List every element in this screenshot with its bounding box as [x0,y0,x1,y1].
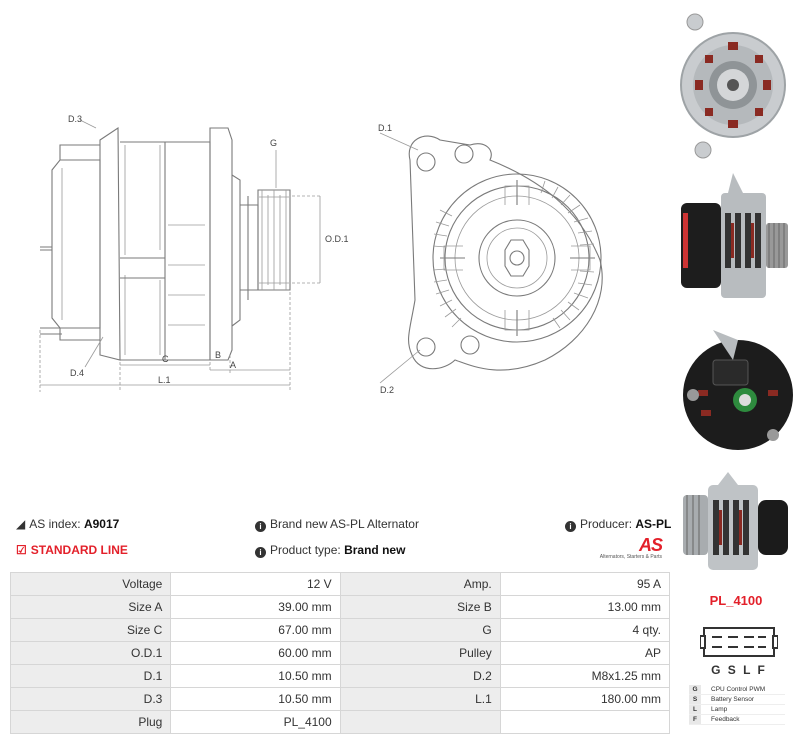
plug-legend-key: S [689,695,701,704]
label-a: A [230,360,236,370]
spec-label: D.1 [9,664,172,688]
spec-value: AP [499,641,671,665]
spec-value: 60.00 mm [170,641,341,665]
spec-value [499,710,671,734]
front-view: D.1 D.2 [378,123,603,395]
product-photo-angle[interactable] [673,470,795,585]
spec-value: 4 qty. [499,618,671,642]
spec-value: 39.00 mm [170,595,341,619]
spec-label: Pulley [339,641,501,665]
info-icon: i [255,547,266,558]
label-d3: D.3 [68,114,82,124]
spec-value: 10.50 mm [170,664,341,688]
spec-value: 95 A [499,572,671,596]
product-type-value: Brand new [344,543,406,557]
plug-legend-row: F Feedback [689,715,785,725]
spec-label: Plug [9,710,172,734]
plug-legend-desc: Feedback [711,716,740,723]
spec-label: Size B [339,595,501,619]
as-pl-logo: AS Alternators, Starters & Parts [598,535,663,560]
plug-legend-key: L [689,705,701,714]
label-c: C [162,354,169,364]
spec-label: Voltage [9,572,172,596]
vent-slots [432,180,595,329]
product-photo-rear[interactable] [673,320,795,465]
spec-value: PL_4100 [170,710,341,734]
label-b: B [215,350,221,360]
plug-legend-row: S Battery Sensor [689,695,785,705]
spec-label: Size C [9,618,172,642]
spec-value: M8x1.25 mm [499,664,671,688]
plug-legend-desc: Lamp [711,706,728,713]
spec-label: D.3 [9,687,172,711]
spec-label: Amp. [339,572,501,596]
plug-legend-row: G CPU Control PWM [689,685,785,695]
label-l1: L.1 [158,375,171,385]
spec-label: O.D.1 [9,641,172,665]
check-square-icon: ☑ [16,543,27,557]
spec-label: G [339,618,501,642]
side-view: D.3 G O.D.1 D.4 C B A L.1 [39,114,349,392]
spec-value: 12 V [170,572,341,596]
spec-value: 180.00 mm [499,687,671,711]
product-photo-side[interactable] [673,168,795,313]
label-od1: O.D.1 [325,234,349,244]
as-index: ◢AS index: A9017 [16,517,120,531]
spec-label: D.2 [339,664,501,688]
plug-legend-row: L Lamp [689,705,785,715]
technical-drawing: D.3 G O.D.1 D.4 C B A L.1 D.1 D.2 [39,114,603,395]
plug-diagram [700,627,778,657]
as-index-value: A9017 [83,517,120,531]
plug-title: PL_4100 [709,593,763,608]
spec-value: 13.00 mm [499,595,671,619]
label-d2: D.2 [380,385,394,395]
label-d4: D.4 [70,368,84,378]
logo-mark: AS [638,535,663,555]
tag-icon: ◢ [16,517,26,531]
spec-value: 10.50 mm [170,687,341,711]
standard-line: ☑STANDARD LINE [16,543,128,557]
spec-label [339,710,501,734]
logo-tagline: Alternators, Starters & Parts [599,554,662,560]
label-g: G [270,138,277,148]
plug-legend-desc: Battery Sensor [711,696,754,703]
producer-value: AS-PL [635,517,672,531]
plug-legend-desc: CPU Control PWM [711,686,766,693]
info-icon: i [255,521,266,532]
plug-pins: G S L F [711,663,767,677]
spec-label: L.1 [339,687,501,711]
spec-value: 67.00 mm [170,618,341,642]
label-d1: D.1 [378,123,392,133]
plug-legend-key: F [689,715,701,724]
product-photo-front[interactable] [673,0,795,165]
plug-legend-key: G [689,685,701,694]
info-icon: i [565,521,576,532]
spec-label: Size A [9,595,172,619]
